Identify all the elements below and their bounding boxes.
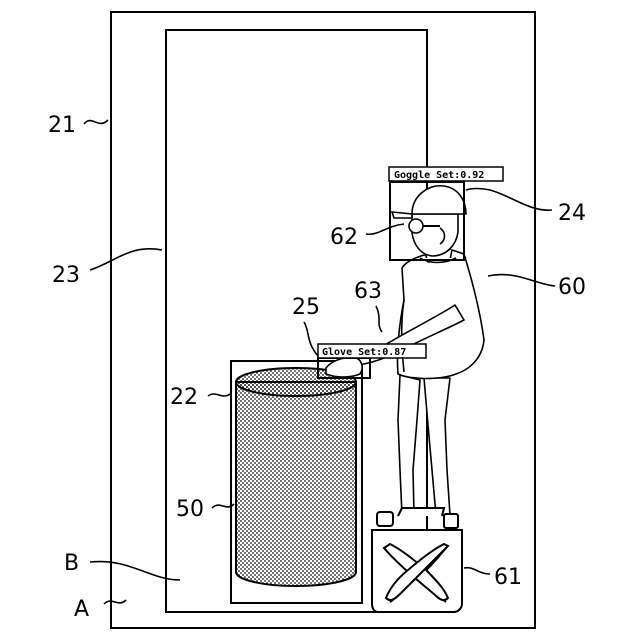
label-canister: 61: [494, 565, 522, 590]
label-frame-outer: 21: [48, 113, 76, 138]
goggle-detection-text: Goggle Set:0.92: [394, 170, 484, 181]
label-box-container: 22: [170, 385, 198, 410]
glove-detection-text: Glove Set:0.87: [322, 347, 406, 358]
label-box-glove: 25: [292, 295, 320, 320]
head: [392, 186, 466, 256]
label-goggles: 62: [330, 225, 358, 250]
label-person: 60: [558, 275, 586, 300]
label-box-goggle: 24: [558, 201, 586, 226]
label-region-b: B: [64, 551, 79, 576]
canister: [372, 508, 462, 612]
label-region-a: A: [74, 597, 89, 622]
label-container: 50: [176, 497, 204, 522]
cylinder-container: [236, 368, 356, 586]
label-arm: 63: [354, 279, 382, 304]
label-frame-inner: 23: [52, 263, 80, 288]
